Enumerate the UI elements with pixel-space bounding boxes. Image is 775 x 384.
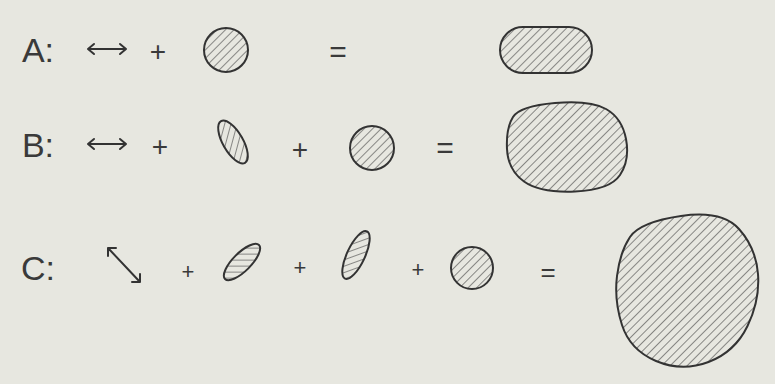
plus-sign: + <box>182 261 195 283</box>
equals-sign: = <box>329 37 347 67</box>
double-arrow <box>88 139 126 149</box>
equals-sign: = <box>436 133 454 163</box>
diagonal-double-arrow <box>108 248 140 282</box>
hatched-circle <box>350 126 394 170</box>
plus-sign: + <box>294 257 307 279</box>
row-letter: A: <box>22 33 54 67</box>
row-letter: B: <box>22 128 54 162</box>
plus-sign: + <box>292 136 308 164</box>
hatched-sum-shape <box>616 215 758 367</box>
equals-sign: = <box>540 259 555 285</box>
row-letter: C: <box>21 251 55 285</box>
hatched-circle <box>451 247 493 289</box>
plus-sign: + <box>152 133 168 161</box>
double-arrow <box>88 44 126 54</box>
hatched-ellipse <box>212 116 253 168</box>
hatched-stadium <box>500 27 592 73</box>
hatched-ellipse <box>219 239 266 286</box>
hatched-circle <box>204 28 248 72</box>
hatched-sum-shape <box>507 102 627 191</box>
hatched-ellipse <box>337 228 375 283</box>
plus-sign: + <box>412 259 425 281</box>
plus-sign: + <box>150 38 166 66</box>
